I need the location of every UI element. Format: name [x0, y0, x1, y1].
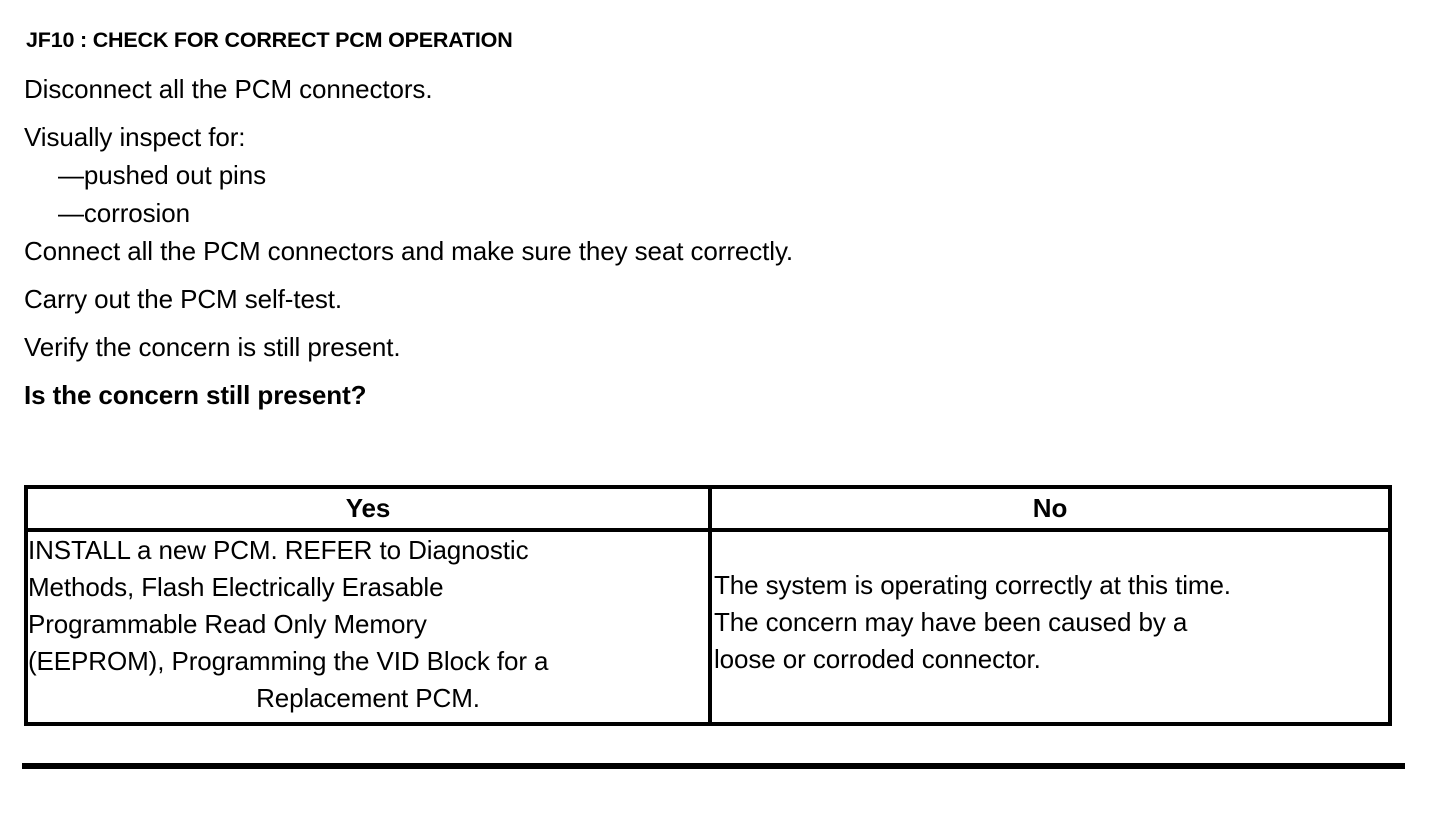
cell-text-line: Replacement PCM.: [256, 683, 480, 713]
instruction-line: Carry out the PCM self-test.: [24, 284, 342, 314]
instruction-line: Is the concern still present?: [24, 380, 367, 410]
page-title: JF10 : CHECK FOR CORRECT PCM OPERATION: [26, 28, 513, 52]
cell-text-line: loose or corroded connector.: [714, 643, 1041, 674]
instruction-line: Visually inspect for:: [24, 122, 246, 152]
cell-text-line: Methods, Flash Electrically Erasable: [28, 572, 444, 602]
cell-text-line: The system is operating correctly at thi…: [714, 569, 1231, 600]
instruction-line: Verify the concern is still present.: [24, 332, 401, 362]
cell-text-line: (EEPROM), Programming the VID Block for …: [28, 646, 549, 676]
table-header-row: Yes No: [28, 489, 1388, 532]
decision-table: Yes No INSTALL a new PCM. REFER to Diagn…: [24, 485, 1392, 726]
cell-no-action: The system is operating correctly at thi…: [710, 530, 1388, 722]
cell-text-line: INSTALL a new PCM. REFER to Diagnostic: [28, 535, 529, 565]
footer-divider: [22, 763, 1405, 769]
instruction-subitem: —corrosion: [58, 198, 190, 228]
instruction-subitem: —pushed out pins: [58, 160, 266, 190]
column-header-no: No: [710, 489, 1388, 532]
instruction-line: Disconnect all the PCM connectors.: [24, 74, 433, 104]
instruction-list: Disconnect all the PCM connectors. Visual…: [24, 76, 1424, 430]
instruction-line: Connect all the PCM connectors and make …: [24, 236, 794, 266]
column-header-yes: Yes: [28, 489, 712, 532]
cell-text-line: The concern may have been caused by a: [714, 606, 1188, 637]
cell-text-line: Programmable Read Only Memory: [28, 609, 427, 639]
